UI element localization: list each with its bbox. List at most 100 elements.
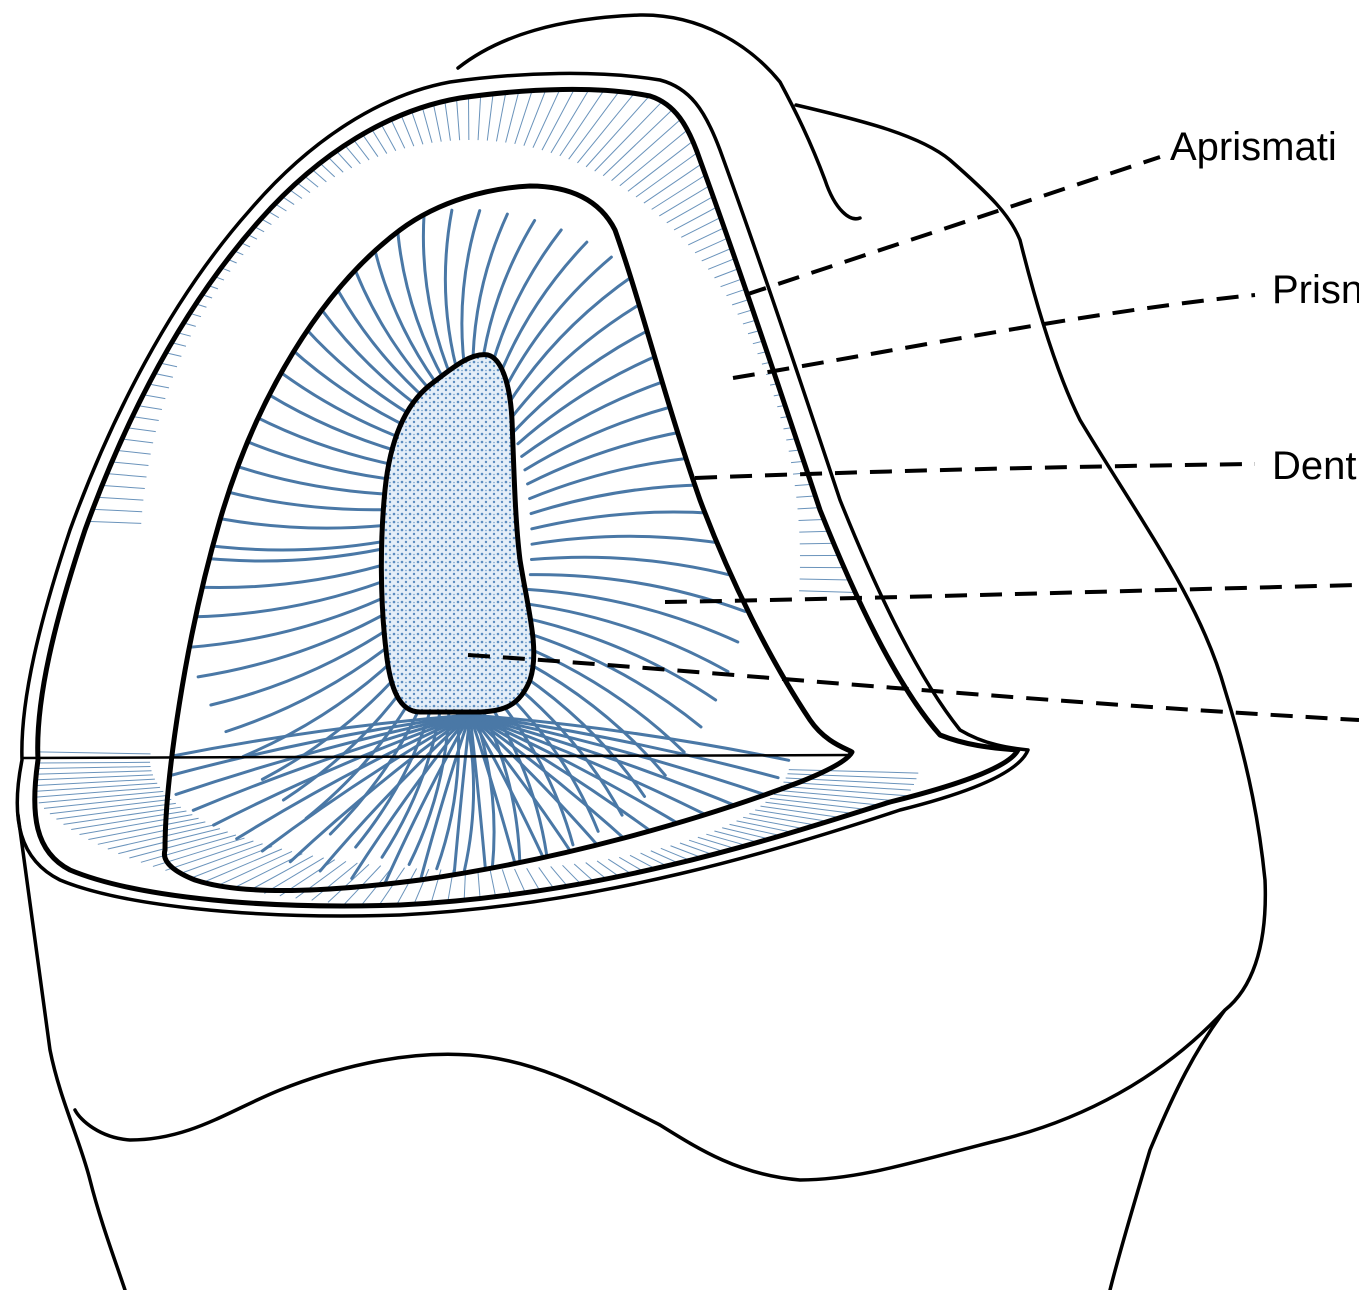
dentin-tubule (445, 210, 459, 380)
prism-line (577, 87, 639, 163)
label-prismatic: Prisn (1272, 268, 1359, 312)
prism-line (800, 555, 990, 556)
prism-line (21, 767, 151, 769)
prism-line (586, 92, 653, 167)
prism-line (791, 444, 976, 463)
prism-line (0, 489, 143, 500)
dentin-tubule (528, 424, 734, 484)
prism-line (464, 870, 466, 910)
prism-line (468, 60, 469, 140)
prism-line (378, 868, 405, 907)
prism-line (169, 152, 279, 217)
prism-line (98, 822, 206, 844)
label-aprismatic: Aprismati (1170, 125, 1337, 169)
label-dentin: Dent (1272, 444, 1357, 488)
prism-line (551, 75, 598, 153)
prism-line (726, 245, 874, 295)
prism-line (487, 61, 497, 141)
prism-line (478, 870, 481, 910)
prism-line (636, 128, 732, 197)
prism-line (284, 93, 352, 168)
prism-line (0, 503, 142, 512)
prism-line (157, 161, 271, 225)
prism-line (0, 355, 169, 388)
dentin-tubule (172, 540, 392, 550)
prism-line (603, 103, 680, 176)
leader-tubules (665, 585, 1359, 602)
prism-line (118, 829, 220, 854)
prism-line (80, 815, 193, 835)
prism-line (113, 197, 244, 255)
prism-line (34, 787, 160, 797)
prism-line (706, 834, 802, 861)
dentin-tubule (188, 592, 396, 647)
prism-line (659, 150, 768, 216)
dentin-tubule (193, 416, 397, 480)
leader-lines (468, 157, 1359, 720)
prism-line (30, 294, 191, 337)
dentin-tubule (253, 311, 411, 429)
prism-line (595, 97, 667, 171)
prism-line (193, 137, 294, 205)
prism-line (800, 541, 990, 544)
prism-line (714, 224, 855, 278)
prism-line (542, 72, 583, 150)
dentin-tubule (492, 242, 587, 395)
prism-line (778, 790, 903, 801)
prism-line (325, 80, 378, 157)
prism-line (795, 471, 982, 485)
leader-aprismatic (745, 157, 1160, 295)
prism-line (800, 579, 990, 583)
prism-line (123, 187, 250, 247)
leader-prismatic (733, 295, 1255, 378)
dentin-tubule (344, 239, 433, 394)
prism-line (0, 434, 151, 454)
prism-line (667, 159, 780, 223)
prism-line (22, 305, 186, 346)
dentin-tubule (173, 508, 392, 528)
prism-line (698, 837, 791, 865)
prism-line (0, 516, 141, 523)
prism-line (800, 567, 990, 568)
prism-line (39, 791, 164, 802)
dentin-tubule (532, 512, 751, 529)
prism-line (478, 60, 483, 140)
prism-line (102, 206, 236, 263)
prism-line (92, 216, 230, 271)
prism-line (396, 65, 423, 144)
prism-line (220, 851, 292, 884)
dentin-tubule (211, 620, 402, 705)
section-line (22, 755, 852, 758)
prism-line (353, 73, 396, 151)
dentin-tubule (531, 485, 748, 514)
prism-line (490, 870, 498, 910)
prism-line (732, 256, 883, 305)
dentin-tubule (504, 275, 635, 412)
prism-line (22, 771, 151, 775)
prism-line (674, 167, 791, 230)
prism-line (702, 204, 835, 261)
prism-line (24, 775, 153, 780)
prism-line (0, 448, 148, 466)
prism-line (249, 856, 313, 891)
prism-line (205, 849, 281, 881)
leader-dentin (695, 464, 1255, 478)
dentin-tubule (205, 388, 400, 466)
prism-line (0, 475, 145, 489)
prism-line (146, 169, 265, 232)
prism-line (789, 770, 919, 773)
dentin-tubule (184, 446, 395, 494)
prism-line (799, 513, 988, 521)
prism-line (181, 145, 287, 211)
dentin-tubule (531, 557, 749, 580)
dentin-tubule (226, 633, 405, 732)
prism-line (781, 786, 907, 796)
prism-line (796, 485, 984, 497)
prism-line (134, 178, 257, 239)
prism-line (798, 499, 987, 509)
prism-line (108, 825, 213, 849)
dentin-tubule (235, 335, 407, 441)
dentin-tubule (290, 715, 470, 862)
prism-line (88, 818, 198, 839)
